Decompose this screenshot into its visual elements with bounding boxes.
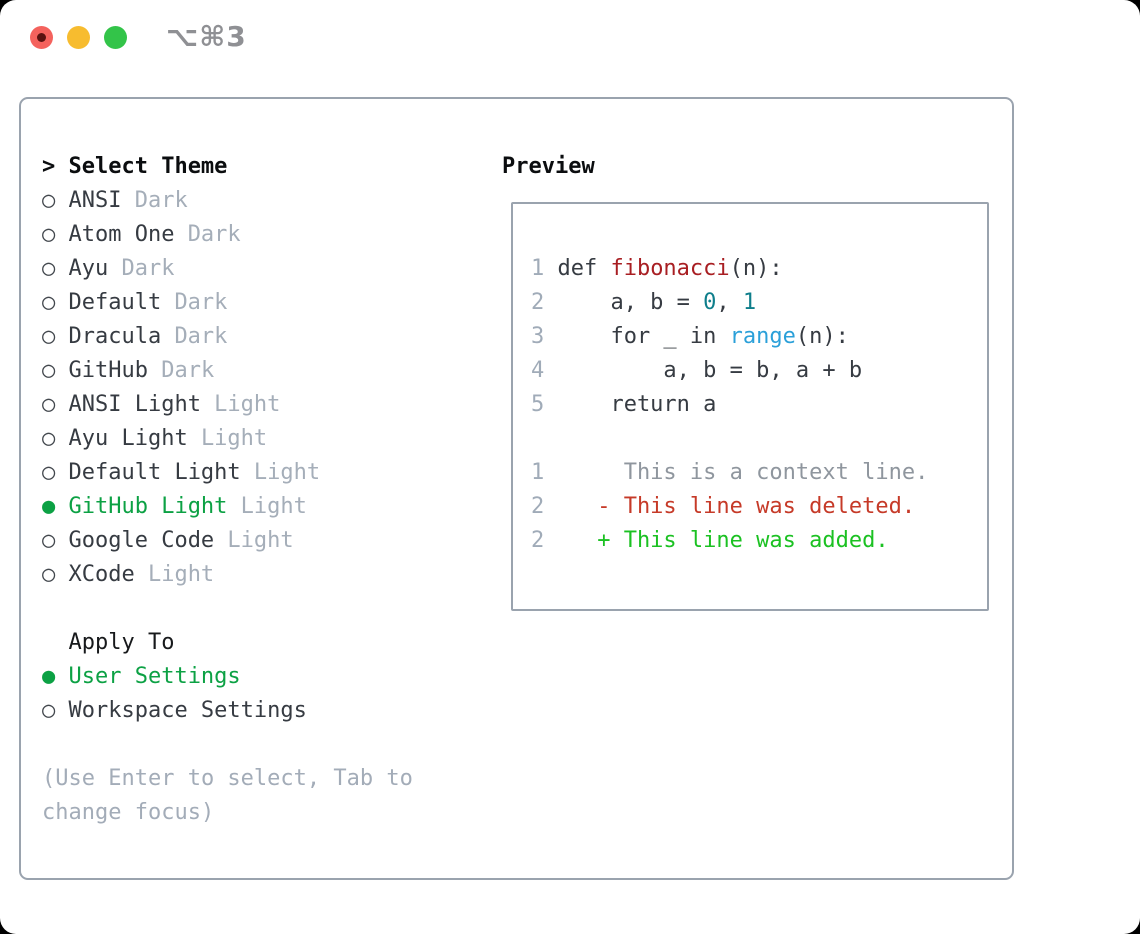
theme-variant: Dark [174,290,228,315]
radio-icon: ○ [42,562,56,587]
theme-option-ayu-dark[interactable]: ○ Ayu Dark [42,252,320,286]
theme-option-atom-one-dark[interactable]: ○ Atom One Dark [42,218,320,252]
radio-icon: ○ [42,256,56,281]
radio-icon: ○ [42,324,56,349]
maximize-button[interactable] [104,26,127,49]
diff-context-line: 1 This is a context line. [531,456,987,490]
blank-line [531,422,987,456]
theme-variant: Light [200,426,268,451]
apply-option-user-settings[interactable]: ● User Settings [42,660,320,694]
close-button[interactable] [30,26,53,49]
theme-option-github-light[interactable]: ● GitHub Light Light [42,490,320,524]
theme-name: GitHub Light [68,494,228,519]
radio-icon: ○ [42,698,56,723]
theme-variant: Light [227,528,294,553]
apply-option-label: Workspace Settings [68,698,307,723]
select-theme-header: > Select Theme [42,150,320,184]
spacer [42,592,320,626]
radio-icon: ○ [42,392,56,417]
theme-option-github-dark[interactable]: ○ GitHub Dark [42,354,320,388]
theme-option-default-dark[interactable]: ○ Default Dark [42,286,320,320]
theme-name: XCode [68,562,135,587]
theme-option-xcode[interactable]: ○ XCode Light [42,558,320,592]
theme-variant: Light [253,460,321,485]
diff-added-line: 2 + This line was added. [531,524,987,558]
code-line: 4 a, b = b, a + b [531,354,987,388]
apply-to-header: Apply To [42,626,320,660]
theme-name: Dracula [68,324,162,349]
line-number: 5 [531,392,545,417]
traffic-lights [30,26,127,49]
apply-option-label: User Settings [68,664,241,689]
line-number: 2 [531,290,545,315]
theme-variant: Light [147,562,215,587]
theme-name: Ayu Light [68,426,188,451]
theme-variant: Dark [161,358,215,383]
theme-name: Atom One [68,222,175,247]
theme-option-ansi-dark[interactable]: ○ ANSI Dark [42,184,320,218]
theme-variant: Dark [134,188,188,213]
code-line: 3 for _ in range(n): [531,320,987,354]
theme-option-default-light[interactable]: ○ Default Light Light [42,456,320,490]
theme-option-ayu-light[interactable]: ○ Ayu Light Light [42,422,320,456]
apply-option-workspace-settings[interactable]: ○ Workspace Settings [42,694,320,728]
theme-name: Default Light [68,460,241,485]
theme-option-ansi-light[interactable]: ○ ANSI Light Light [42,388,320,422]
radio-icon: ○ [42,460,56,485]
apply-to-label: Apply To [68,630,175,655]
theme-name: Google Code [68,528,215,553]
line-number: 4 [531,358,545,383]
window-title: ⌥⌘3 [166,20,247,53]
theme-name: GitHub [68,358,148,383]
theme-name: Ayu [68,256,109,281]
theme-name: Default [68,290,162,315]
radio-icon: ○ [42,188,56,213]
theme-option-dracula-dark[interactable]: ○ Dracula Dark [42,320,320,354]
line-number: 3 [531,324,545,349]
radio-icon: ○ [42,528,56,553]
radio-selected-icon: ● [42,664,56,689]
theme-variant: Dark [121,256,175,281]
preview-header: Preview [502,154,595,179]
theme-name: ANSI Light [68,392,201,417]
prompt-icon: > [42,154,56,179]
line-number: 1 [531,460,545,485]
radio-icon: ○ [42,222,56,247]
diff-deleted-line: 2 - This line was deleted. [531,490,987,524]
theme-variant: Light [240,494,307,519]
select-theme-label: Select Theme [68,154,228,179]
keyboard-hint: (Use Enter to select, Tab to change focu… [42,766,413,825]
radio-selected-icon: ● [42,494,56,519]
line-number: 2 [531,494,545,519]
theme-variant: Dark [187,222,241,247]
code-line: 5 return a [531,388,987,422]
theme-option-google-code[interactable]: ○ Google Code Light [42,524,320,558]
code-line: 2 a, b = 0, 1 [531,286,987,320]
radio-icon: ○ [42,290,56,315]
minimize-button[interactable] [67,26,90,49]
radio-icon: ○ [42,426,56,451]
theme-name: ANSI [68,188,122,213]
radio-icon: ○ [42,358,56,383]
theme-variant: Light [214,392,281,417]
theme-variant: Dark [174,324,228,349]
close-dot-icon [37,33,46,42]
line-number: 1 [531,256,545,281]
line-number: 2 [531,528,545,553]
